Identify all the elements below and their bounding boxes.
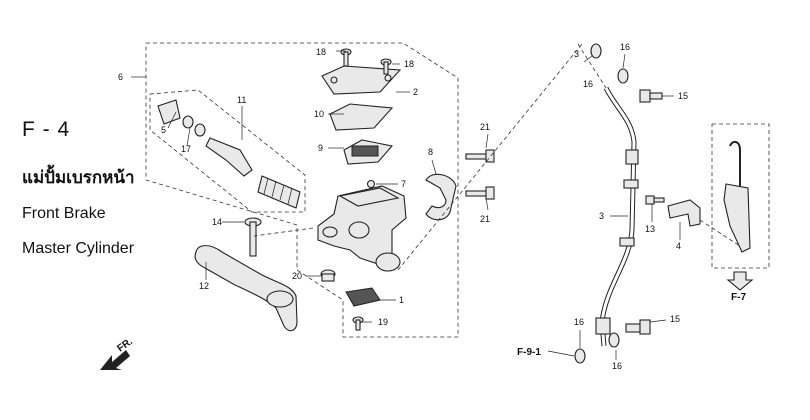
- title-english-line1: Front Brake: [22, 205, 106, 222]
- leader-lines: [131, 50, 681, 360]
- page-code: F - 4: [22, 118, 71, 141]
- oil-bolt-upper: [639, 89, 663, 103]
- mounting-boss: [322, 226, 338, 238]
- screw-18a: [340, 48, 352, 67]
- hose-clamp-upper: [623, 179, 639, 189]
- callout-12: 12: [199, 281, 209, 291]
- callout-19: 19: [378, 317, 388, 327]
- screw-18b: [380, 58, 392, 75]
- callout-6: 6: [118, 72, 123, 82]
- callout-2: 2: [413, 87, 418, 97]
- mounting-bolt-upper: [465, 149, 495, 163]
- reservoir-cap: [321, 65, 402, 95]
- callout-18b: 18: [404, 59, 414, 69]
- title-block: F - 4 แม่ปั้มเบรกหน้า Front Brake Master…: [22, 118, 135, 275]
- callout-11: 11: [237, 95, 246, 105]
- assembly-4-boundary: [711, 123, 770, 269]
- bore-opening: [348, 221, 370, 239]
- callout-8: 8: [428, 147, 433, 157]
- relation-line-bolt: [253, 227, 314, 237]
- oil-bolt-lower: [625, 319, 651, 335]
- brake-line-port: [375, 252, 401, 272]
- callout-9: 9: [318, 143, 323, 153]
- callout-21b: 21: [480, 214, 490, 224]
- hose-clamp-4: [667, 199, 701, 227]
- reservoir-top: [338, 187, 400, 207]
- brake-lever: [194, 245, 298, 332]
- callout-21a: 21: [480, 122, 490, 132]
- handlebar-holder: [425, 173, 457, 221]
- callout-15a: 15: [678, 91, 688, 101]
- callout-10: 10: [314, 109, 324, 119]
- callout-7: 7: [401, 179, 406, 189]
- switch-screw: [352, 316, 364, 331]
- mounting-bolt-lower: [465, 186, 495, 200]
- bolt-13: [645, 195, 665, 205]
- callout-16d: 16: [612, 361, 622, 371]
- cap-screw-hole: [384, 74, 392, 82]
- diaphragm-bellows: [351, 145, 379, 157]
- callout-18a: 18: [316, 47, 326, 57]
- hose-fitting-upper: [625, 149, 639, 165]
- callout-15b: 15: [670, 314, 680, 324]
- relation-line-hose-fitting: [577, 43, 607, 89]
- ref-f9-1: F-9-1: [517, 347, 541, 358]
- boot-20: [320, 269, 336, 282]
- hose-fitting-lower: [595, 317, 611, 335]
- hose-clamp-lower: [619, 237, 635, 247]
- callout-5: 5: [161, 125, 166, 135]
- pivot-bolt: [244, 217, 262, 257]
- cap-screw-hole: [330, 76, 338, 84]
- sealing-washer-16d: [608, 332, 620, 348]
- title-english-line2: Master Cylinder: [22, 240, 135, 257]
- piston-kit: [157, 99, 301, 209]
- hose-bracket: [723, 183, 751, 253]
- front-direction-arrow: [100, 350, 130, 370]
- callout-16c: 16: [574, 317, 584, 327]
- cap-plate: [329, 103, 394, 131]
- sealing-washer-16a: [590, 43, 602, 59]
- callout-4: 4: [676, 241, 681, 251]
- ref-arrow-f7: [726, 271, 754, 291]
- callout-1: 1: [399, 295, 404, 305]
- brake-light-switch: [345, 287, 381, 307]
- bleeder-cap: [366, 179, 376, 189]
- callout-14: 14: [212, 217, 222, 227]
- title-thai: แม่ปั้มเบรกหน้า: [22, 168, 135, 188]
- lever-pivot-boss: [266, 290, 294, 308]
- callout-16b: 16: [620, 42, 630, 52]
- assembly-6-boundary: [145, 42, 459, 338]
- callout-16a: 16: [583, 79, 593, 89]
- callout-20: 20: [292, 271, 302, 281]
- callout-3: 3: [599, 211, 604, 221]
- callout-13: 13: [645, 224, 655, 234]
- direction-label: FR.: [115, 336, 135, 354]
- callout-17: 17: [181, 144, 191, 154]
- bracket-hook: [729, 140, 741, 186]
- relation-line-bracket: [699, 219, 741, 247]
- sealing-washer-16c: [574, 348, 586, 364]
- sealing-washer-16b: [617, 68, 629, 84]
- callout-3-top: 3: [574, 49, 579, 59]
- ref-f7: F-7: [731, 292, 746, 303]
